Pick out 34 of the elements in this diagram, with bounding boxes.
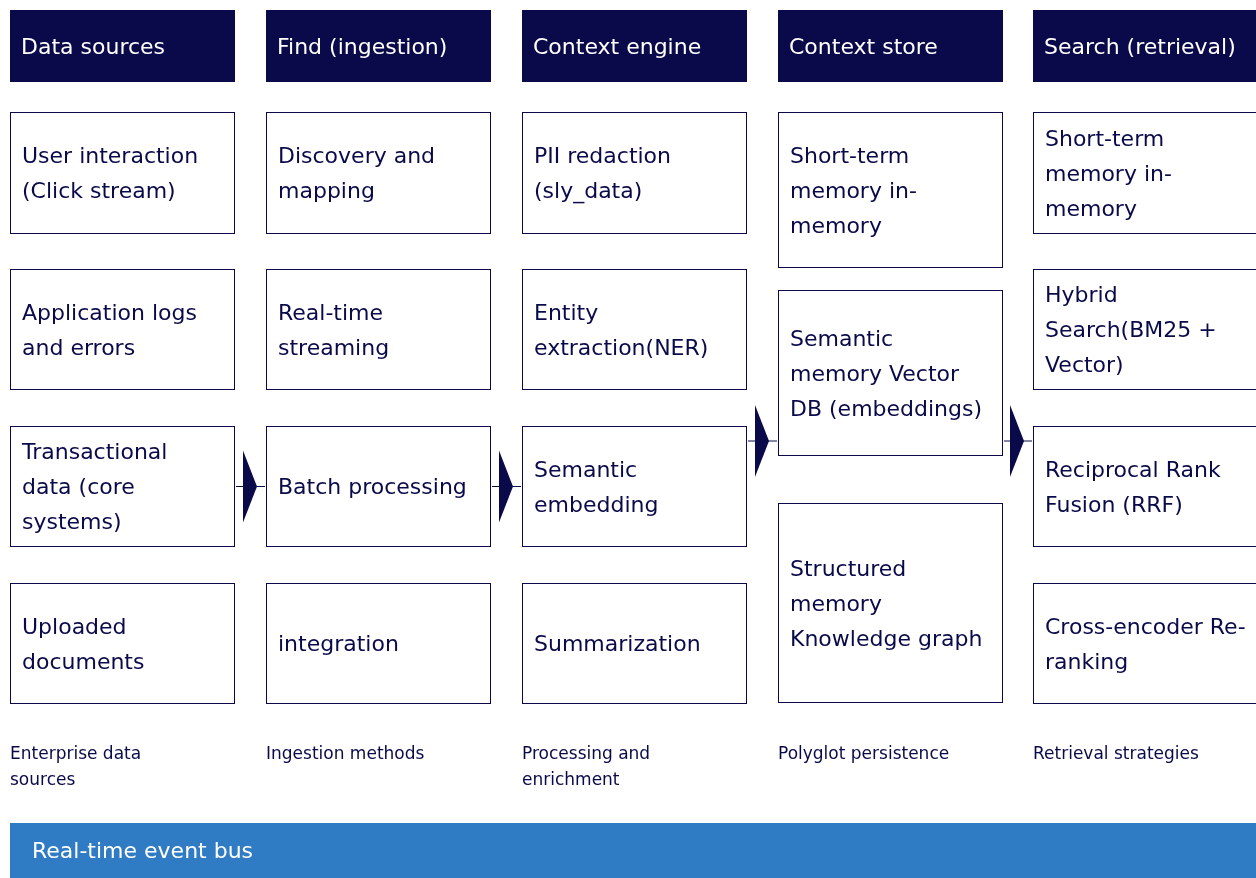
- process-box: Real-time streaming: [266, 269, 491, 390]
- process-box: Uploaded documents: [10, 583, 235, 704]
- memory-store-box: Short-term memory in-memory: [778, 112, 1003, 268]
- column-header: Data sources: [10, 10, 235, 82]
- column-header: Search (retrieval): [1033, 10, 1256, 82]
- column-header: Find (ingestion): [266, 10, 491, 82]
- process-box: Discovery and mapping: [266, 112, 491, 234]
- process-box: Batch processing: [266, 426, 491, 547]
- process-box: Entity extraction(NER): [522, 269, 747, 390]
- process-box: Reciprocal Rank Fusion (RRF): [1033, 426, 1256, 547]
- column-header: Context engine: [522, 10, 747, 82]
- column-header: Context store: [778, 10, 1003, 82]
- event-bus-band: Real-time event bus: [10, 823, 1256, 878]
- chevron-arrow: [235, 450, 266, 523]
- memory-store-box: Structured memory Knowledge graph: [778, 503, 1003, 703]
- memory-store-box: Semantic memory Vector DB (embeddings): [778, 290, 1003, 456]
- process-box: Cross-encoder Re-ranking: [1033, 583, 1256, 704]
- column-caption: Polyglot persistence: [778, 742, 951, 765]
- process-box: Hybrid Search(BM25 + Vector): [1033, 269, 1256, 390]
- process-box: Short-term memory in-memory: [1033, 112, 1256, 234]
- process-box: PII redaction (sly_data): [522, 112, 747, 234]
- chevron-arrow: [747, 405, 778, 477]
- process-box: User interaction (Click stream): [10, 112, 235, 234]
- column-caption: Retrieval strategies: [1033, 742, 1200, 765]
- chevron-arrow: [1003, 405, 1033, 477]
- process-box: Transactional data (core systems): [10, 426, 235, 547]
- column-caption: Enterprise data sources: [10, 742, 143, 791]
- chevron-arrow: [491, 450, 522, 523]
- process-box: integration: [266, 583, 491, 704]
- process-box: Summarization: [522, 583, 747, 704]
- column-caption: Ingestion methods: [266, 742, 426, 765]
- process-box: Application logs and errors: [10, 269, 235, 390]
- column-caption: Processing and enrichment: [522, 742, 652, 791]
- process-box: Semantic embedding: [522, 426, 747, 547]
